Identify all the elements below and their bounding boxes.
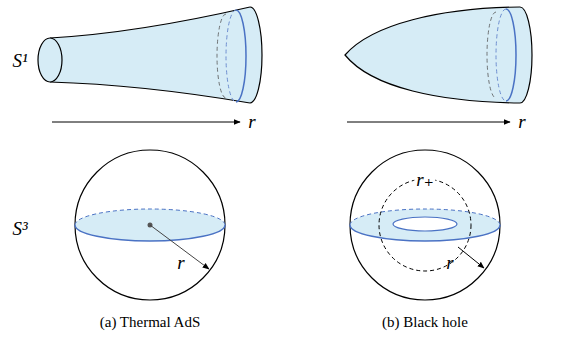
ring-back (217, 14, 226, 98)
space-label: S¹ (12, 51, 27, 70)
caption: (a) Thermal AdS (100, 315, 201, 330)
ring-front (506, 9, 516, 101)
cone-edge (50, 82, 250, 103)
annulus-hole (393, 217, 457, 231)
ring-back (496, 9, 506, 101)
sphere (350, 150, 500, 300)
r-arrow (52, 122, 240, 123)
annulus-fill (350, 209, 500, 241)
caption: (b) Black hole (382, 315, 468, 330)
boundary-arc (250, 7, 262, 103)
axis-label: r (518, 112, 525, 131)
sphere (75, 150, 225, 300)
end-circle (38, 38, 62, 82)
radius-label: r (446, 253, 453, 272)
ring-front (236, 10, 246, 102)
axis-label: r (248, 112, 255, 131)
horizon-label: r₊ (414, 170, 435, 189)
r-arrow (458, 247, 484, 268)
annulus-back (350, 209, 500, 225)
radius-label: r (177, 253, 184, 272)
ring-back (226, 10, 236, 102)
ring-back (487, 12, 496, 98)
cone-fill (50, 7, 262, 103)
annulus-front (350, 225, 500, 241)
cigar-edge (345, 7, 520, 103)
space-label: S³ (12, 219, 27, 238)
horizon-circle (379, 179, 471, 271)
cone-edge (50, 7, 250, 38)
cigar-fill (345, 7, 532, 103)
r-arrow (347, 122, 510, 123)
boundary-arc (520, 7, 532, 103)
